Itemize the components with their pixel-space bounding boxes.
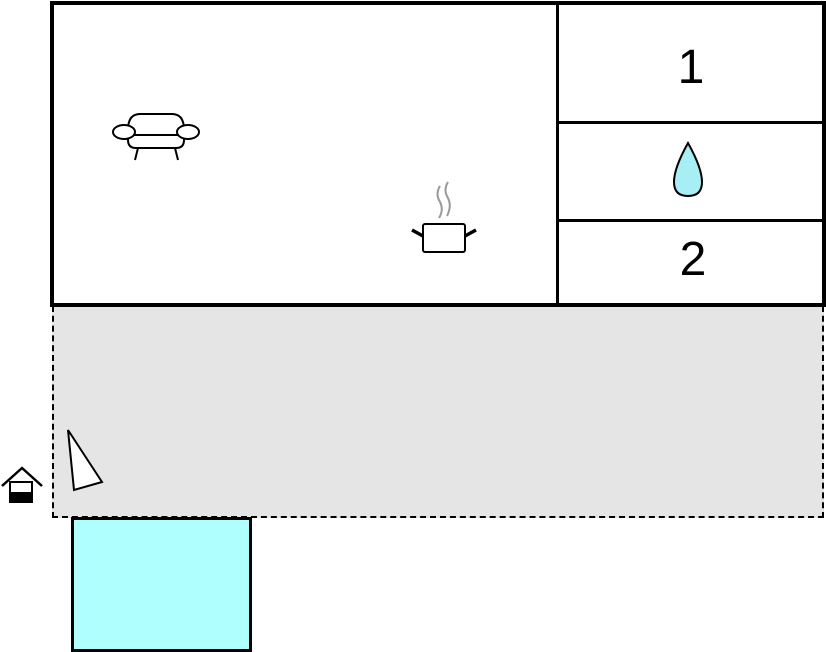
sofa-icon	[112, 113, 200, 161]
terrace-area	[52, 306, 824, 518]
house-outline	[50, 1, 826, 307]
wall-divider-bedroom1-bath	[557, 121, 826, 124]
entrance-house-icon	[1, 466, 43, 503]
north-arrow-icon	[67, 429, 104, 492]
bedroom-2-label: 2	[679, 233, 707, 286]
cooking-pot-icon	[411, 181, 477, 253]
bedroom-1-label: 1	[677, 41, 705, 94]
wall-divider-vertical	[556, 1, 559, 307]
pool	[71, 517, 252, 652]
wall-divider-bath-bedroom2	[557, 219, 826, 222]
water-drop-icon	[672, 140, 704, 198]
